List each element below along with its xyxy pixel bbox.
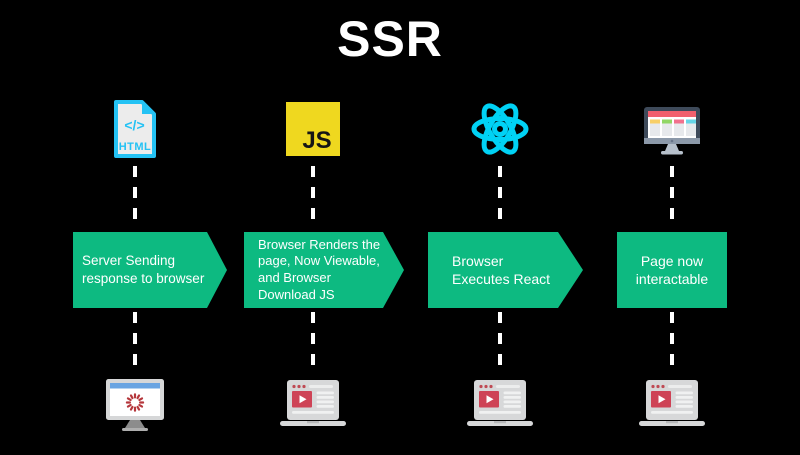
kanban-columns [650, 119, 696, 136]
connector-dash [133, 312, 137, 372]
play-icon [658, 395, 666, 404]
html-label: HTML [119, 141, 152, 153]
step-label: Page now interactable [635, 252, 709, 287]
connector-dash [133, 166, 137, 226]
step-box-server-sending: Server Sending response to browser [73, 232, 227, 308]
connector-dash [498, 312, 502, 372]
connector-dash [670, 166, 674, 226]
connector-dash [498, 166, 502, 226]
step-label: Browser Renders the page, Now Viewable, … [258, 236, 381, 302]
laptop-video-icon [467, 380, 533, 427]
play-icon [299, 395, 307, 404]
connector-dash [670, 312, 674, 372]
connector-dash [311, 166, 315, 226]
js-label: JS [302, 127, 331, 154]
page-title: SSR [337, 11, 443, 67]
javascript-icon: JS [286, 102, 340, 156]
play-icon [486, 395, 494, 404]
laptop-video-icon [639, 380, 705, 427]
step-box-page-interactable: Page now interactable [617, 232, 727, 308]
react-icon [469, 101, 531, 157]
loading-spinner [125, 393, 145, 412]
step-label: Server Sending response to browser [82, 253, 205, 286]
step-box-executes-react: Browser Executes React [428, 232, 583, 308]
step-label: Browser Executes React [452, 252, 551, 287]
monitor-loading-icon [104, 379, 166, 433]
code-glyph: </> [124, 117, 144, 133]
laptop-video-icon [280, 380, 346, 427]
step-box-browser-renders: Browser Renders the page, Now Viewable, … [244, 232, 404, 308]
connector-dash [311, 312, 315, 372]
html-file-icon: </> HTML [110, 99, 160, 159]
dashboard-monitor-icon [643, 107, 701, 157]
